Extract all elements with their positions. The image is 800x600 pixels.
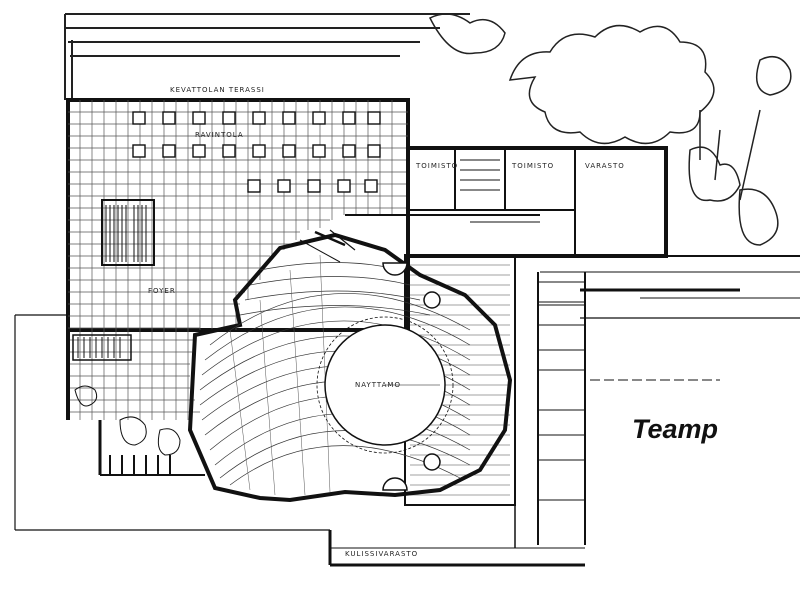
caption-text: Teamp xyxy=(632,414,719,444)
terrace-label: KEVATTOLAN TERASSI xyxy=(170,86,265,94)
left-walls xyxy=(14,314,330,531)
office-label-3: VARASTO xyxy=(585,162,625,170)
lobby-partitions xyxy=(299,214,540,263)
stage-label: NAYTTAMO xyxy=(355,381,401,389)
office-block xyxy=(406,146,668,258)
staircase-left xyxy=(72,199,155,361)
office-label-2: TOIMISTO xyxy=(511,162,554,170)
top-boundary-lines xyxy=(64,13,470,100)
restaurant-label: RAVINTOLA xyxy=(195,131,244,139)
service-wing xyxy=(537,255,800,545)
trees-outline xyxy=(428,13,792,246)
storage-label: KULISSIVARASTO xyxy=(345,550,418,558)
office-label-1: TOIMISTO xyxy=(415,162,458,170)
round-booths xyxy=(382,262,441,491)
restaurant-tables xyxy=(132,111,381,193)
foyer-label: FOYER xyxy=(148,287,176,295)
auditorium xyxy=(187,232,513,503)
